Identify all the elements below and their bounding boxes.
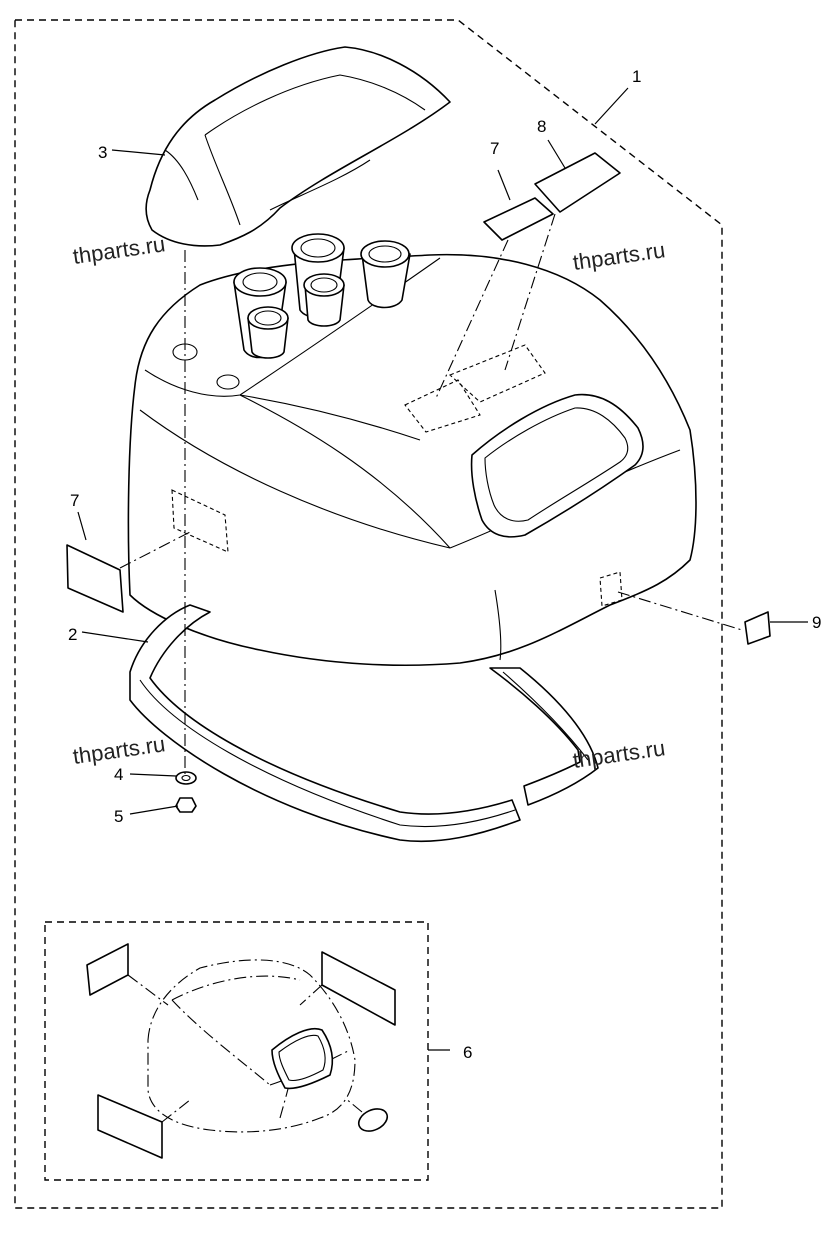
part-decal-side [66, 544, 124, 613]
part-engine-cover [127, 253, 697, 667]
callout-1: 1 [632, 67, 641, 86]
part-decal-small [744, 611, 771, 645]
callout-4: 4 [114, 765, 123, 784]
part-kit-inset [44, 921, 429, 1181]
part-nut [175, 797, 197, 813]
part-decal-top-large [534, 152, 621, 213]
part-intake-stacks [233, 233, 411, 359]
callout-7-side: 7 [70, 491, 79, 510]
callout-3: 3 [98, 143, 107, 162]
callout-7-top: 7 [490, 139, 499, 158]
part-decal-top-small [483, 197, 554, 241]
callout-5: 5 [114, 807, 123, 826]
watermark: thparts.ru [71, 731, 167, 769]
part-seal-gasket [129, 604, 599, 843]
assembly-boundary [14, 19, 723, 1209]
watermark: thparts.ru [71, 231, 167, 269]
watermark: thparts.ru [571, 237, 667, 275]
callout-8: 8 [537, 117, 546, 136]
part-grommet [175, 771, 197, 785]
part-top-cover [145, 46, 451, 247]
callout-6: 6 [463, 1043, 472, 1062]
callout-2: 2 [68, 625, 77, 644]
callout-9: 9 [812, 613, 821, 632]
